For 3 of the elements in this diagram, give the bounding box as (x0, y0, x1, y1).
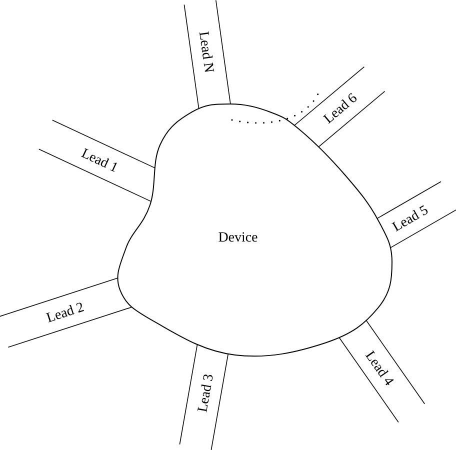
lead-strip: Lead N (184, 0, 232, 114)
lead-strip: Lead 2 (0, 274, 137, 348)
lead-strip: Lead 1 (38, 120, 171, 204)
